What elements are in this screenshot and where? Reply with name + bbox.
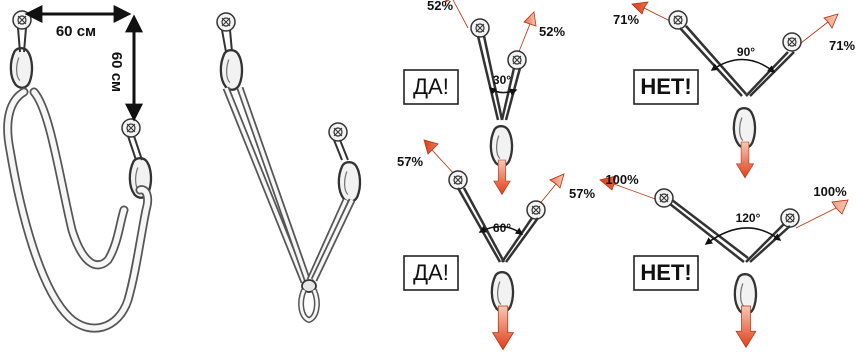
p4-left-load: 100% — [605, 172, 639, 187]
p1-right-arrow — [517, 11, 537, 55]
p3-verdict-label: ДА! — [413, 260, 449, 285]
p4-angle-arc — [704, 227, 782, 245]
p3-right-bolt — [526, 200, 546, 220]
p1-right-load: 52% — [539, 24, 565, 39]
p3-verdict-box — [403, 255, 459, 291]
p3-left-bolt — [448, 170, 468, 190]
panel-no-120: 120° 100% 100% НЕТ! — [599, 172, 849, 348]
p4-left-arrow — [599, 175, 659, 201]
p1-verdict-box — [403, 69, 459, 105]
p4-right-arrow — [795, 199, 849, 229]
mid-right-bolt — [328, 122, 348, 142]
vertical-length-label: 60 см — [108, 52, 125, 92]
p3-down-arrow — [492, 305, 514, 351]
mid-right-carabiner-icon — [337, 161, 362, 203]
equalized-sling-figure — [216, 12, 362, 324]
p2-left-arrow — [631, 1, 677, 25]
panel-no-90: 90° 71% 71% НЕТ! — [613, 1, 855, 179]
p2-angle-label: 90° — [737, 45, 755, 59]
panel-yes-30: 30° 52% 52% ДА! — [403, 0, 565, 195]
p2-sling-right — [745, 51, 795, 97]
p3-angle-label: 60° — [493, 221, 511, 235]
p2-verdict-box — [633, 69, 699, 105]
p2-right-load: 71% — [829, 38, 855, 53]
p2-sling-left — [679, 25, 747, 97]
p4-verdict-label: НЕТ! — [640, 260, 691, 285]
lower-quickdraw-strap — [127, 135, 143, 161]
p3-left-arrow — [423, 139, 457, 177]
p4-angle-label: 120° — [736, 211, 761, 225]
p3-sling-right — [500, 217, 540, 263]
p1-angle-label: 30° — [493, 73, 511, 87]
p2-left-load: 71% — [613, 12, 639, 27]
p4-verdict-box — [633, 255, 699, 291]
lower-anchor-bolt — [121, 118, 141, 138]
p1-angle-arc — [488, 87, 518, 96]
mid-top-bolt — [216, 12, 236, 32]
p1-down-arrow — [493, 159, 511, 195]
p2-left-bolt — [668, 10, 688, 30]
p3-right-arrow — [537, 173, 565, 207]
p2-right-bolt — [782, 32, 802, 52]
p4-sling-left — [669, 199, 749, 263]
p1-right-bolt — [507, 50, 527, 70]
p1-verdict-label: ДА! — [413, 74, 449, 99]
p1-sling-left — [476, 35, 504, 121]
mid-top-carabiner-icon — [219, 49, 244, 91]
p4-right-load: 100% — [813, 184, 847, 199]
p2-verdict-label: НЕТ! — [640, 74, 691, 99]
p1-left-load: 52% — [427, 0, 453, 13]
sling-measure-figure: 60 см 60 см — [3, 5, 153, 333]
p2-angle-arc — [710, 58, 776, 73]
p1-left-bolt — [470, 18, 490, 38]
p3-left-load: 57% — [397, 154, 423, 169]
p3-angle-arc — [478, 225, 524, 235]
p4-sling-right — [745, 223, 791, 263]
panel-yes-60: 60° 57% 57% ДА! — [397, 139, 595, 351]
p2-down-arrow — [736, 141, 754, 179]
top-quickdraw-strap — [17, 27, 27, 53]
p4-down-arrow — [735, 305, 757, 348]
mid-overhand-knot — [301, 279, 317, 293]
p2-right-arrow — [791, 13, 839, 51]
p3-sling-left — [456, 187, 506, 263]
top-carabiner-icon — [9, 47, 34, 89]
horizontal-length-label: 60 см — [56, 23, 96, 40]
p3-right-load: 57% — [569, 186, 595, 201]
